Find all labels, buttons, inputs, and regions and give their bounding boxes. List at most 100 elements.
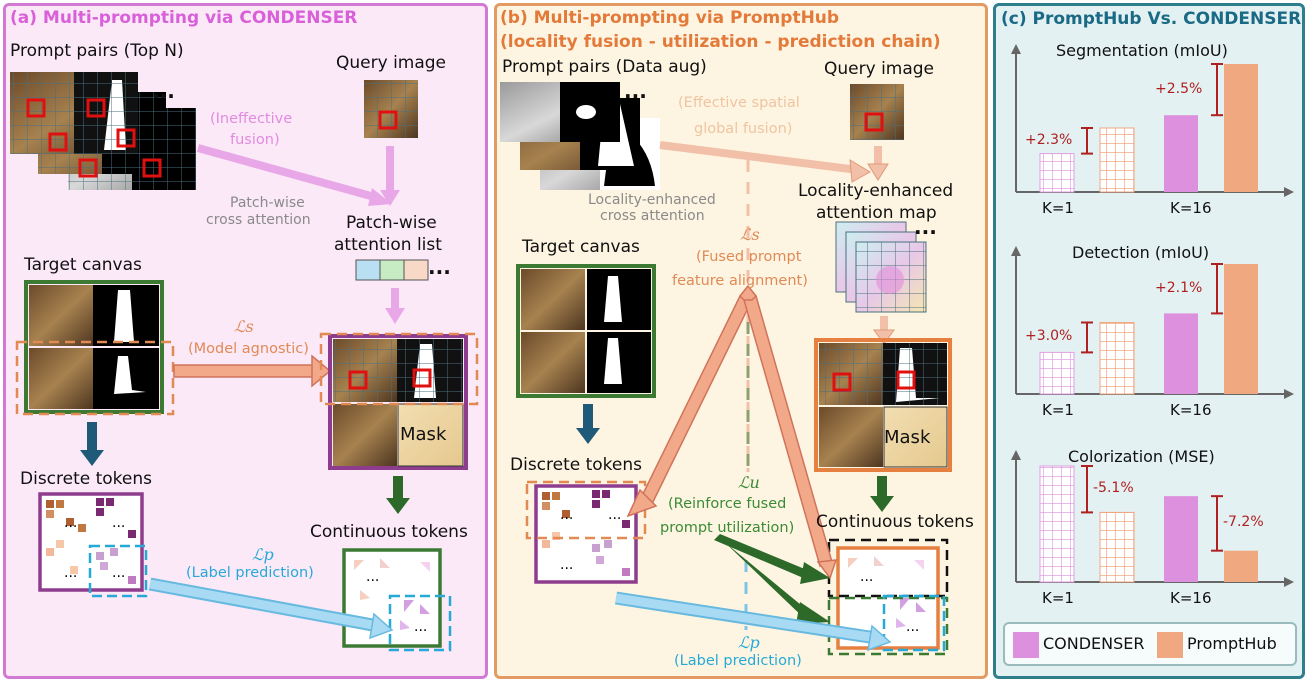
- category-label: K=16: [1170, 589, 1212, 607]
- continuous-tokens-label-b: Continuous tokens: [816, 512, 974, 532]
- bar-condenser: [1039, 153, 1075, 193]
- delta-label: +2.1%: [1155, 279, 1203, 296]
- ellipsis-a1: ...: [152, 79, 175, 103]
- y-axis-arrow-icon: [1011, 44, 1021, 54]
- y-axis-arrow-icon: [1011, 450, 1021, 460]
- attention-list-label-1: Patch-wise: [346, 213, 437, 233]
- ineffective-fusion-note-1: (Ineffective: [210, 111, 293, 127]
- panel-b-title-1: (b) Multi-prompting via PromptHub: [500, 8, 840, 28]
- target-canvas-label-b: Target canvas: [522, 237, 640, 257]
- bar-prompthub: [1099, 511, 1135, 583]
- x-axis-arrow-icon: [1284, 577, 1294, 587]
- legend-label-condenser: CONDENSER: [1043, 634, 1145, 653]
- panel-c-title: (c) PromptHub Vs. CONDENSER: [1001, 9, 1302, 29]
- legend-swatch-prompthub: [1157, 632, 1183, 658]
- token-dots-a3: ...: [64, 565, 78, 581]
- mask-label-b: Mask: [884, 427, 931, 448]
- token-dots-a6: ...: [414, 619, 428, 635]
- lp-symbol-b: ℒp: [738, 633, 760, 652]
- prompt-pairs-stack-a: [10, 72, 196, 190]
- prompt-pairs-stack-b: [500, 82, 660, 190]
- bar-prompthub: [1224, 264, 1258, 394]
- query-image-a: [364, 80, 418, 138]
- discrete-tokens-a: [38, 492, 148, 598]
- target-canvas-label-a: Target canvas: [24, 255, 142, 275]
- model-canvas-b: [814, 338, 952, 472]
- query-image-b: [850, 84, 904, 140]
- effective-fusion-note-1: (Effective spatial: [678, 95, 800, 111]
- category-label: K=1: [1042, 589, 1074, 607]
- legend: CONDENSER PromptHub: [1003, 622, 1297, 666]
- legend-swatch-condenser: [1013, 632, 1039, 658]
- ls-symbol-b: ℒs: [740, 225, 760, 244]
- category-label: K=16: [1170, 199, 1212, 217]
- delta-label: -7.2%: [1223, 514, 1264, 531]
- category-label: K=1: [1042, 199, 1074, 217]
- lu-symbol: ℒu: [738, 473, 760, 492]
- locality-attention-map: [835, 221, 927, 313]
- model-agnostic-note: (Model agnostic): [188, 341, 309, 357]
- bar-prompthub: [1224, 550, 1258, 582]
- chart-title: Colorization (MSE): [1068, 447, 1215, 466]
- x-axis-arrow-icon: [1284, 187, 1294, 197]
- ineffective-fusion-note-2: fusion): [230, 132, 280, 148]
- chart-title: Segmentation (mIoU): [1056, 41, 1228, 60]
- mask-label-a: Mask: [400, 424, 447, 445]
- continuous-tokens-a: [342, 548, 452, 652]
- y-axis-arrow-icon: [1011, 246, 1021, 256]
- bar-condenser: [1164, 313, 1198, 394]
- bar-condenser: [1039, 465, 1075, 583]
- query-image-label-b: Query image: [824, 59, 935, 79]
- patch-cross-note-1: Patch-wise: [230, 195, 305, 211]
- category-label: K=1: [1042, 401, 1074, 419]
- discrete-tokens-label-a: Discrete tokens: [20, 469, 153, 489]
- locality-cross-note-2: cross attention: [600, 208, 705, 224]
- token-dots-a2: ...: [112, 515, 126, 531]
- reinforce-note-2: prompt utilization): [660, 520, 795, 536]
- bar-condenser: [1164, 115, 1198, 192]
- prompt-pairs-label-b: Prompt pairs (Data aug): [502, 57, 707, 77]
- ellipsis-b2: ...: [914, 215, 937, 239]
- label-prediction-note-b: (Label prediction): [674, 653, 802, 669]
- delta-label: +2.5%: [1155, 80, 1203, 97]
- token-dots-b5: ...: [906, 619, 920, 635]
- continuous-tokens-label-a: Continuous tokens: [310, 522, 468, 542]
- delta-label: +3.0%: [1025, 328, 1073, 345]
- token-dots-b1: ...: [560, 507, 574, 523]
- panel-b-title-2: (locality fusion - utilization - predict…: [500, 32, 941, 52]
- delta-label: +2.3%: [1025, 131, 1073, 148]
- comparison-charts: [1011, 44, 1294, 587]
- legend-label-prompthub: PromptHub: [1187, 634, 1277, 653]
- attention-list-label-2: attention list: [334, 235, 442, 255]
- fused-note-2: feature alignment): [672, 273, 808, 289]
- fused-note-1: (Fused prompt: [696, 249, 802, 265]
- token-dots-a4: ...: [112, 565, 126, 581]
- discrete-tokens-b: [525, 480, 647, 584]
- bar-prompthub: [1224, 64, 1258, 192]
- category-label: K=16: [1170, 401, 1212, 419]
- delta-label: -5.1%: [1093, 480, 1134, 497]
- discrete-tokens-label-b: Discrete tokens: [510, 455, 643, 475]
- bar-prompthub: [1099, 127, 1135, 193]
- label-prediction-note-a: (Label prediction): [186, 565, 314, 581]
- query-image-label-a: Query image: [336, 53, 447, 73]
- bar-prompthub: [1099, 322, 1135, 395]
- token-dots-b3: ...: [560, 557, 574, 573]
- locality-map-label-2: attention map: [816, 203, 937, 223]
- target-canvas-a: [15, 280, 175, 416]
- bar-condenser: [1039, 351, 1075, 395]
- model-canvas-a: [319, 332, 479, 470]
- token-dots-a5: ...: [366, 569, 380, 585]
- panel-a-title: (a) Multi-prompting via CONDENSER: [10, 8, 358, 28]
- patch-cross-note-2: cross attention: [206, 212, 311, 228]
- prompt-pairs-label-a: Prompt pairs (Top N): [10, 41, 184, 61]
- lp-symbol-a: ℒp: [252, 545, 274, 564]
- chart-title: Detection (mIoU): [1072, 243, 1210, 262]
- ellipsis-b1: ...: [624, 79, 647, 103]
- bar-condenser: [1164, 496, 1198, 582]
- locality-map-label-1: Locality-enhanced: [798, 181, 954, 201]
- locality-cross-note-1: Locality-enhanced: [588, 192, 716, 208]
- token-dots-a1: ...: [64, 515, 78, 531]
- reinforce-note-1: (Reinforce fused: [668, 496, 787, 512]
